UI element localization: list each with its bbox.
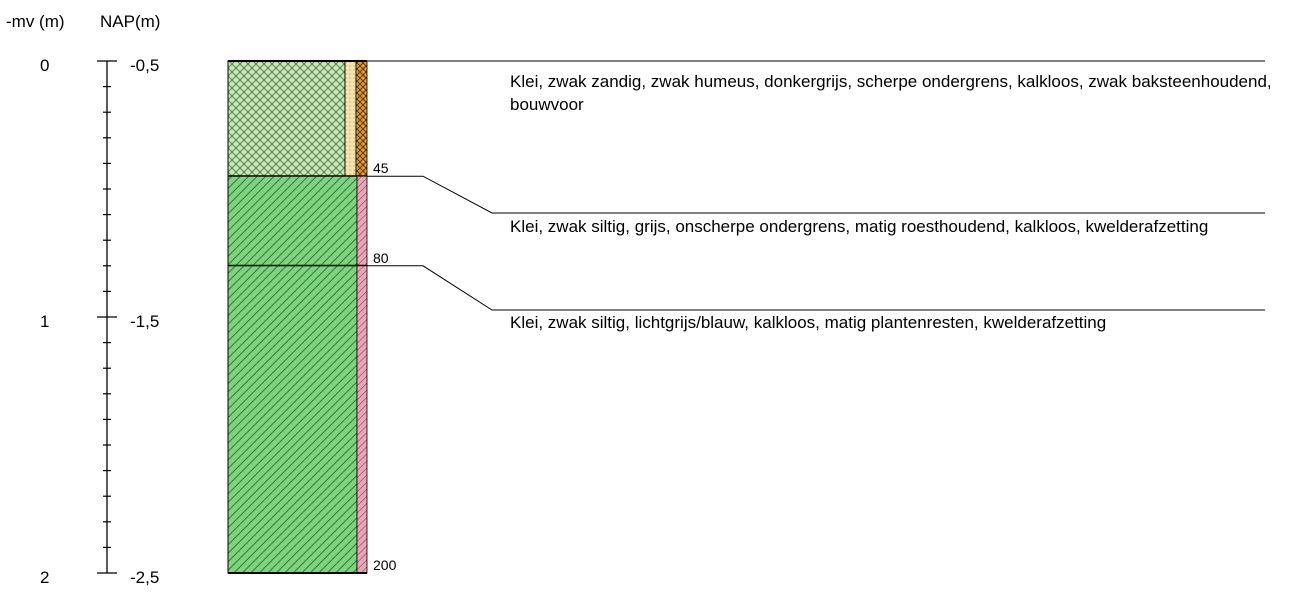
description-leader	[367, 175, 1265, 214]
nap-tick-label: -0,5	[130, 56, 160, 75]
nap-axis-header: NAP(m)	[100, 12, 161, 31]
layer-description: Klei, zwak siltig, lichtgrijs/blauw, kal…	[510, 313, 1107, 332]
mv-tick-label: 0	[40, 56, 50, 75]
layer-main-fill	[227, 175, 358, 267]
nap-tick-label: -1,5	[130, 312, 160, 331]
mv-axis-header: -mv (m)	[6, 12, 65, 31]
layer-depth-label: 45	[373, 160, 389, 177]
description-leader	[367, 265, 1265, 311]
layer-side-strip	[355, 60, 368, 177]
layer-side-strip	[344, 60, 357, 177]
layer-description: Klei, zwak zandig, zwak humeus, donkergr…	[510, 72, 1272, 114]
nap-tick-label: -2,5	[130, 568, 160, 587]
depth-axis	[97, 60, 117, 574]
layer-depth-label: 200	[373, 557, 397, 573]
layer-description: Klei, zwak siltig, grijs, onscherpe onde…	[510, 217, 1209, 236]
layer-main-fill	[227, 265, 358, 574]
leader-lines	[367, 60, 1265, 311]
layers	[227, 60, 368, 574]
layer-side-strip	[356, 265, 368, 574]
layer-side-strip	[356, 175, 368, 267]
mv-tick-label: 2	[40, 568, 50, 587]
mv-tick-label: 1	[40, 312, 50, 331]
layer-main-fill	[227, 60, 346, 177]
layer-depth-label: 80	[373, 249, 389, 266]
